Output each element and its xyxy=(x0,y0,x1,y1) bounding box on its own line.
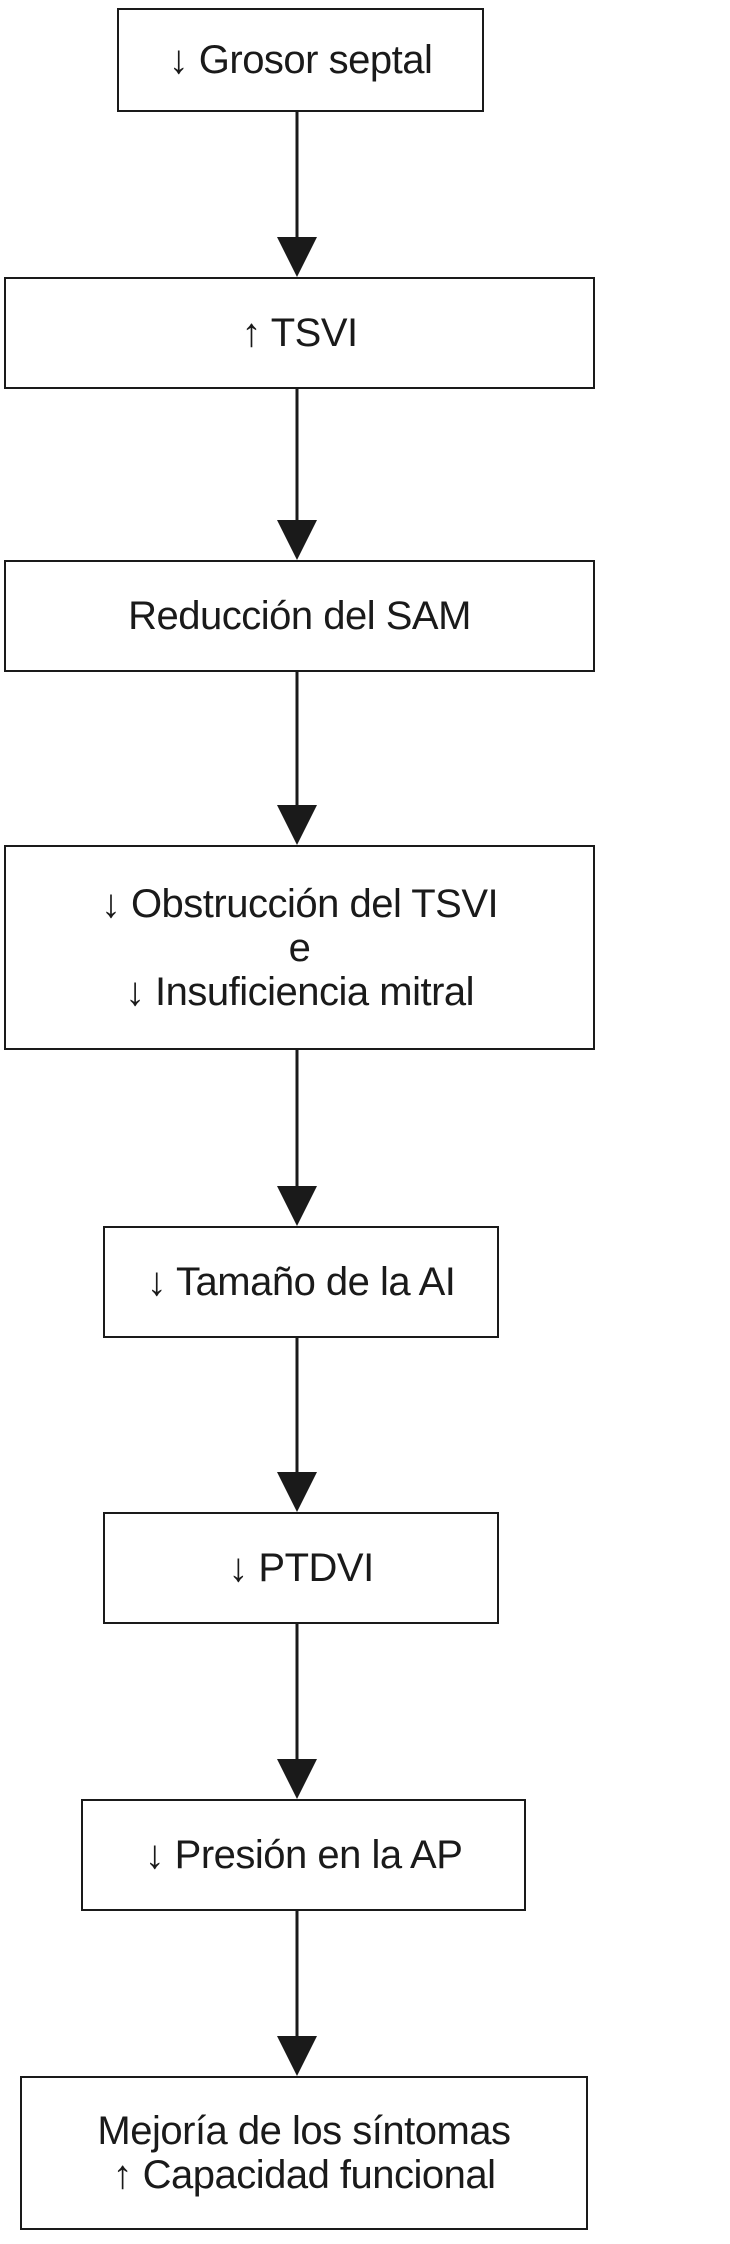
step-box-obstruccion-insuficiencia: ↓ Obstrucción del TSVI e ↓ Insuficiencia… xyxy=(4,845,595,1050)
step-label-line-1: Mejoría de los síntomas xyxy=(97,2109,511,2153)
down-arrow-icon xyxy=(277,1624,317,1799)
arrow-head xyxy=(277,520,317,560)
down-arrow-icon xyxy=(277,1050,317,1226)
step-label-line-2: e xyxy=(288,925,311,970)
step-label: ↓ Presión en la AP xyxy=(144,1833,463,1877)
down-arrow-icon xyxy=(277,1338,317,1512)
arrow-head xyxy=(277,1759,317,1799)
down-arrow-icon xyxy=(277,672,317,845)
step-box-tsvi: ↑ TSVI xyxy=(4,277,595,389)
arrow-head xyxy=(277,2036,317,2076)
down-arrow-icon xyxy=(277,1911,317,2076)
down-arrow-icon xyxy=(277,389,317,560)
arrow-head xyxy=(277,805,317,845)
step-label: ↓ PTDVI xyxy=(228,1546,374,1590)
step-label-line-2: ↑ Capacidad funcional xyxy=(112,2153,496,2197)
down-arrow-icon xyxy=(277,112,317,277)
step-box-reduccion-sam: Reducción del SAM xyxy=(4,560,595,672)
step-label: Reducción del SAM xyxy=(128,594,471,638)
step-box-presion-ap: ↓ Presión en la AP xyxy=(81,1799,526,1911)
step-box-grosor-septal: ↓ Grosor septal xyxy=(117,8,484,112)
step-label-line-3: ↓ Insuficiencia mitral xyxy=(124,969,475,1014)
step-box-ptdvi: ↓ PTDVI xyxy=(103,1512,499,1624)
step-label: ↑ TSVI xyxy=(241,311,358,355)
arrow-head xyxy=(277,237,317,277)
arrow-head xyxy=(277,1186,317,1226)
step-box-mejoria-capacidad: Mejoría de los síntomas ↑ Capacidad func… xyxy=(20,2076,588,2230)
step-label: ↓ Grosor septal xyxy=(168,38,433,82)
arrow-head xyxy=(277,1472,317,1512)
step-box-tamano-ai: ↓ Tamaño de la AI xyxy=(103,1226,499,1338)
step-label: ↓ Tamaño de la AI xyxy=(146,1260,456,1304)
step-label-line-1: ↓ Obstrucción del TSVI xyxy=(100,881,499,926)
